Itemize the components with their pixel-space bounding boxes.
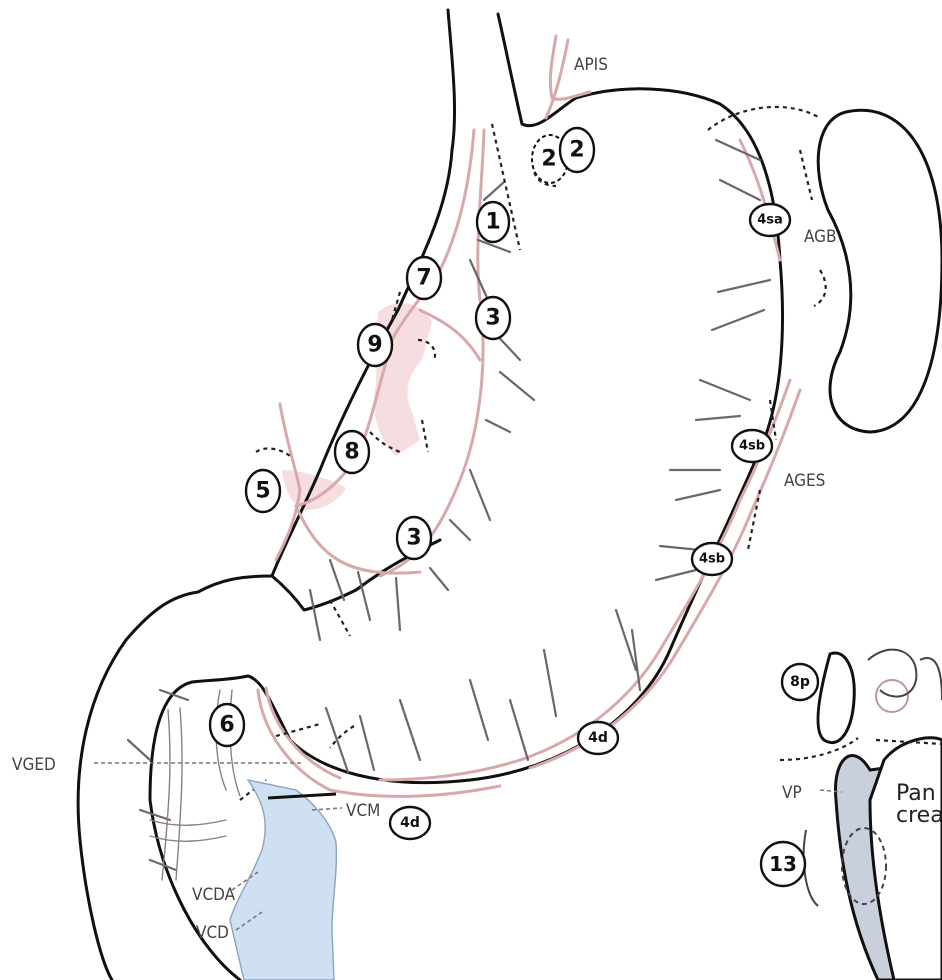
- label-vp: VP: [782, 783, 802, 803]
- node-4sa-label: 4sa: [757, 213, 783, 228]
- node-4d-upper-label: 4d: [588, 730, 608, 746]
- pancreas-label-line2: crea: [896, 803, 942, 828]
- node-7-label: 7: [416, 266, 431, 291]
- node-4sb-upper-label: 4sb: [739, 439, 765, 454]
- artery-shading: [282, 303, 432, 510]
- pancreas-label: Pan crea: [896, 781, 942, 828]
- node-5: 5: [246, 470, 280, 512]
- label-agb: AGB: [804, 227, 837, 247]
- node-2-inner: 2: [560, 128, 594, 172]
- node-8p: 8p: [782, 664, 818, 700]
- node-13: 13: [761, 842, 805, 886]
- node-1: 1: [477, 202, 509, 242]
- label-vged: VGED: [12, 755, 56, 775]
- label-apis: APIS: [574, 55, 608, 75]
- node-6: 6: [210, 704, 244, 746]
- node-6-label: 6: [219, 713, 234, 738]
- node-8: 8: [335, 431, 369, 473]
- stomach-outline: [78, 10, 782, 980]
- spleen-outline: [818, 110, 942, 432]
- node-5-label: 5: [255, 479, 270, 504]
- node-4d-upper: 4d: [578, 722, 618, 754]
- vessel-labels: APIS AGB AGES VGED VCM VCDA VCD VP: [12, 55, 837, 943]
- node-1-label: 1: [485, 210, 500, 235]
- node-3-lower: 3: [397, 517, 431, 559]
- node-9: 9: [358, 324, 392, 366]
- node-2-outer-label: 2: [541, 147, 556, 172]
- node-8-label: 8: [344, 440, 359, 465]
- node-3-upper: 3: [476, 297, 510, 339]
- node-8p-label: 8p: [790, 674, 810, 690]
- arteries: [258, 36, 800, 796]
- label-vcm: VCM: [346, 801, 380, 821]
- node-4sb-lower: 4sb: [692, 543, 732, 575]
- label-vcd: VCD: [196, 923, 229, 943]
- label-vcda: VCDA: [192, 885, 236, 905]
- node-4sb-upper: 4sb: [732, 430, 772, 462]
- node-4sb-lower-label: 4sb: [699, 552, 725, 567]
- node-2-inner-label: 2: [569, 138, 584, 163]
- node-4sa: 4sa: [750, 204, 790, 236]
- node-4d-lower-label: 4d: [400, 815, 420, 831]
- node-7: 7: [407, 257, 441, 299]
- node-4d-lower: 4d: [390, 807, 430, 839]
- node-13-label: 13: [769, 852, 797, 876]
- node-3-upper-label: 3: [485, 306, 500, 331]
- node-3-lower-label: 3: [406, 526, 421, 551]
- label-ages: AGES: [784, 471, 825, 491]
- node-9-label: 9: [367, 333, 382, 358]
